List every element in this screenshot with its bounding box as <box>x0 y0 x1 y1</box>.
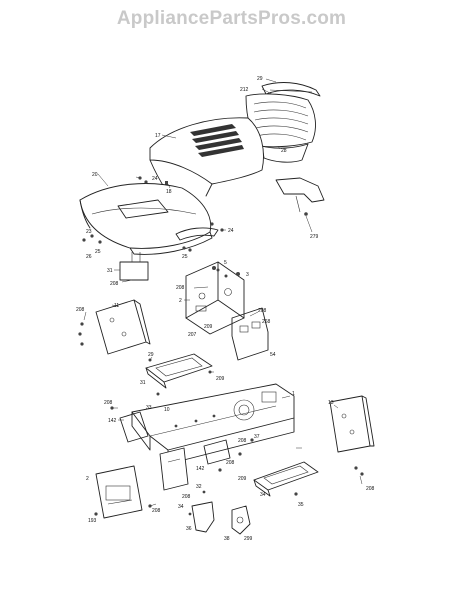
right-frame-plate-part[interactable] <box>329 395 375 476</box>
knob-5[interactable] <box>212 266 216 270</box>
label-207-panel: 207 <box>188 332 197 338</box>
label-13-frame: 13 <box>328 400 334 406</box>
grille-lower-part[interactable] <box>261 143 309 163</box>
watermark-logo: AppliancePartsPros.com <box>116 8 347 29</box>
label-26-dash-side: 26 <box>86 254 92 260</box>
label-208-right: 208 <box>366 486 375 492</box>
label-28-grille-lower: 28 <box>281 148 287 154</box>
left-side-plate-part[interactable] <box>78 299 151 355</box>
label-2-rear: 2 <box>86 476 89 482</box>
label-20-dash: 20 <box>92 172 98 178</box>
dash-top-part[interactable] <box>79 183 213 255</box>
label-212-grille: 212 <box>240 87 249 93</box>
hood-top-part[interactable] <box>261 82 321 97</box>
foot-pan-part[interactable] <box>145 353 213 396</box>
label-208-frame: 208 <box>104 400 113 406</box>
label-29-hood-top: 29 <box>257 76 263 82</box>
dashboard-console-part[interactable] <box>231 307 269 361</box>
label-208-panel: 208 <box>176 285 185 291</box>
dashboard-panel-part[interactable] <box>185 261 245 335</box>
label-38-bottom: 38 <box>224 536 230 542</box>
label-209-frame: 209 <box>238 476 247 482</box>
label-25-dash-right: 25 <box>182 254 188 260</box>
label-11-side-plate: 11 <box>114 303 119 309</box>
label-2-panel: 2 <box>179 298 182 304</box>
label-29-pan: 29 <box>148 352 154 358</box>
label-279-bracket: 279 <box>310 234 319 240</box>
frame-mid-bracket-part[interactable] <box>203 438 254 472</box>
label-299-bottom: 299 <box>244 536 253 542</box>
label-17-hood: 17 <box>155 133 161 139</box>
label-193-rear: 193 <box>88 518 97 524</box>
label-37-frame: 37 <box>254 434 260 440</box>
hood-part[interactable] <box>149 117 264 197</box>
label-24-dash-bolt: 24 <box>152 176 158 182</box>
label-34-frame: 34 <box>260 492 266 498</box>
dash-mount-bracket[interactable] <box>119 252 149 281</box>
label-1-frame: 1 <box>292 391 295 397</box>
label-54-panel: 54 <box>270 352 276 358</box>
label-33-pan: 33 <box>146 405 152 411</box>
label-24-dash-right: 24 <box>228 228 234 234</box>
bottom-bracket-right-part[interactable] <box>231 505 251 535</box>
bottom-bracket-left-part[interactable] <box>188 490 215 533</box>
label-268-panel: 268 <box>262 319 271 325</box>
label-208-side-plate: 208 <box>76 307 85 313</box>
label-208-bottom: 208 <box>182 494 191 500</box>
label-208-rear: 208 <box>152 508 161 514</box>
dash-hardware[interactable] <box>82 176 224 252</box>
knob-3[interactable] <box>236 272 240 276</box>
main-frame-part[interactable] <box>131 383 295 465</box>
right-foot-pan-part[interactable] <box>253 461 319 497</box>
label-32-frame: 32 <box>196 484 202 490</box>
right-bracket-part[interactable] <box>275 177 325 216</box>
label-208-screw: 208 <box>110 281 119 287</box>
leader-lines <box>83 78 363 507</box>
label-208-frame-c: 208 <box>238 438 247 444</box>
label-31-screw: 31 <box>107 268 113 274</box>
rear-plate-part[interactable] <box>94 465 152 519</box>
label-10-pan: 10 <box>164 407 170 413</box>
label-142-frame-b: 142 <box>196 466 205 472</box>
label-142-frame: 142 <box>108 418 117 424</box>
label-3-knob: 3 <box>246 272 249 278</box>
frame-center-bracket-part[interactable] <box>159 447 189 491</box>
dash-right-lip-part[interactable] <box>175 227 219 241</box>
label-25-dash-side: 25 <box>95 249 101 255</box>
label-34-bottom: 34 <box>178 504 184 510</box>
hood-bolt[interactable] <box>165 181 168 186</box>
callout-labels: 29 212 28 17 18 20 24 26 25 23 24 25 279… <box>76 76 375 542</box>
label-209-panel: 209 <box>204 324 213 330</box>
label-23-dash-side: 23 <box>86 229 92 235</box>
label-208-panel-b: 208 <box>258 308 267 314</box>
label-208-frame-b: 208 <box>226 460 235 466</box>
label-35-frame: 35 <box>298 502 304 508</box>
label-36-bottom: 36 <box>186 526 192 532</box>
label-5-knob: 5 <box>224 260 227 266</box>
label-18-hood-bolt: 18 <box>166 189 172 195</box>
label-209-pan: 209 <box>216 376 225 382</box>
label-31-pan: 31 <box>140 380 146 386</box>
